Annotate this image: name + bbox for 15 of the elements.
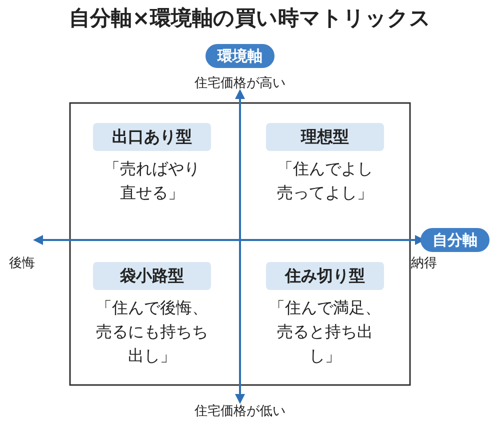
axis-end-label: 住宅価格が高い — [194, 75, 286, 92]
quote-text: 「売ればやり直せる」 — [103, 158, 201, 204]
axis-end-label: 後悔 — [9, 255, 35, 272]
axis-end-label: 住宅価格が低い — [194, 403, 286, 420]
quote-text: 「住んでよし売ってよし」 — [276, 158, 374, 204]
quadrant-tag: 住み切り型 — [266, 262, 384, 290]
quadrant-tag: 出口あり型 — [93, 123, 211, 151]
axis-label-pill: 自分軸 — [420, 228, 490, 252]
quadrant-tag: 理想型 — [266, 123, 384, 151]
axis-end-label: 納得 — [411, 255, 437, 272]
axis-label-pill: 環境軸 — [206, 44, 274, 68]
quadrant-tag: 袋小路型 — [93, 262, 211, 290]
quote-text: 「住んで後悔、売るにも持ちち出し」 — [95, 297, 209, 367]
quote-text: 「住んで満足、売ると持ち出し」 — [268, 297, 382, 367]
title: 自分軸×環境軸の買い時マトリックス — [68, 5, 432, 32]
